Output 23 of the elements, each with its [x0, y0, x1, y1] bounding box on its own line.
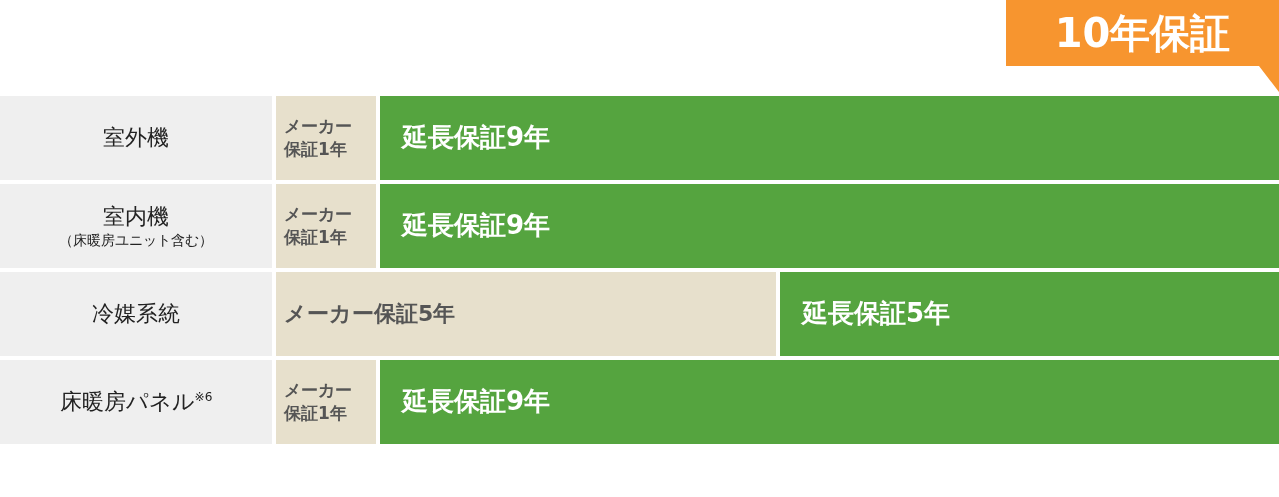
warranty-text: 延長保証9年	[402, 385, 551, 419]
warranty-text: 延長保証9年	[402, 121, 551, 155]
warranty-text: 延長保証5年	[802, 297, 951, 331]
extended-warranty-bar	[380, 96, 1279, 180]
row-label: 室外機	[103, 124, 169, 153]
extended-warranty-bar	[780, 272, 1279, 356]
maker-warranty-bar	[276, 184, 376, 268]
warranty-text: メーカー保証5年	[284, 300, 456, 329]
maker-warranty-bar	[276, 272, 776, 356]
warranty-text: 延長保証9年	[402, 209, 551, 243]
warranty-text: 10年保証	[1054, 9, 1231, 58]
warranty-text: メーカー保証1年	[284, 379, 353, 425]
warranty-text: メーカー保証1年	[284, 115, 353, 161]
callout-badge	[1006, 0, 1279, 92]
warranty-text: メーカー保証1年	[284, 203, 353, 249]
note-text: （床暖房ユニット含む）	[59, 231, 213, 251]
row-label: 冷媒系統	[92, 300, 180, 329]
extended-warranty-bar	[380, 360, 1279, 444]
maker-warranty-bar	[276, 360, 376, 444]
extended-warranty-bar	[380, 184, 1279, 268]
row-label: 室内機	[103, 202, 169, 231]
row-label: 床暖房パネル$^{※6}$	[59, 388, 213, 417]
maker-warranty-bar	[276, 96, 376, 180]
